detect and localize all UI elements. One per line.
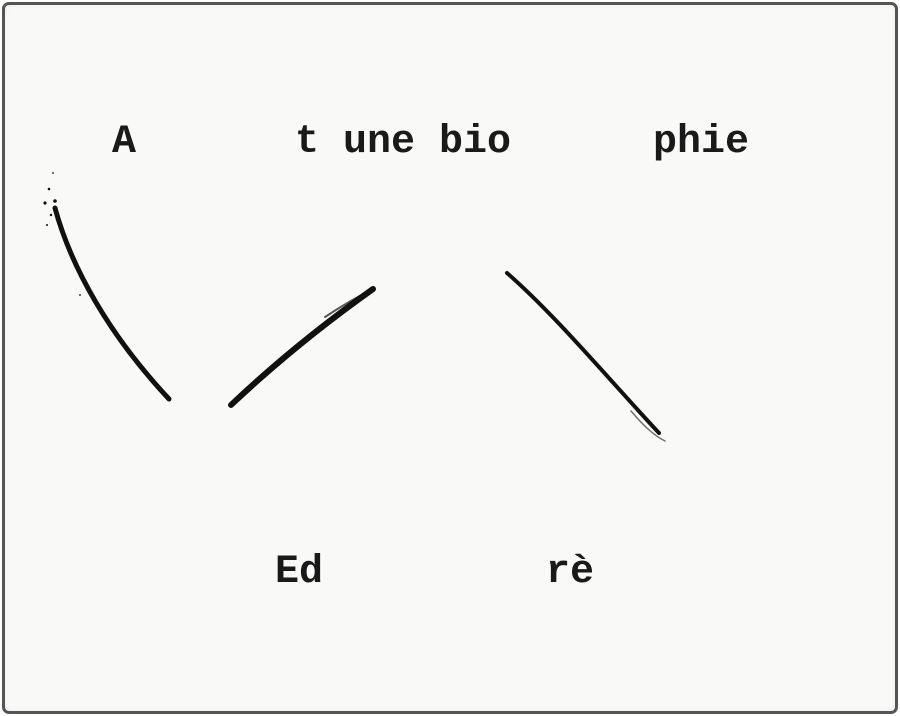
text-fragment-ed: Ed	[275, 550, 324, 595]
brush-stroke-right-tail	[630, 410, 666, 442]
text-fragment-re: rè	[546, 550, 595, 595]
text-fragment-t-une-bio: t une bio	[295, 120, 512, 165]
brush-stroke-middle	[228, 286, 376, 408]
brush-stroke-right	[505, 271, 661, 435]
brush-stroke-middle-tail	[324, 288, 374, 318]
ink-speckles	[43, 172, 81, 296]
text-fragment-a: A	[112, 120, 137, 165]
brush-stroke-left	[52, 205, 172, 402]
text-fragment-phie: phie	[653, 120, 750, 165]
brush-strokes	[43, 172, 666, 442]
